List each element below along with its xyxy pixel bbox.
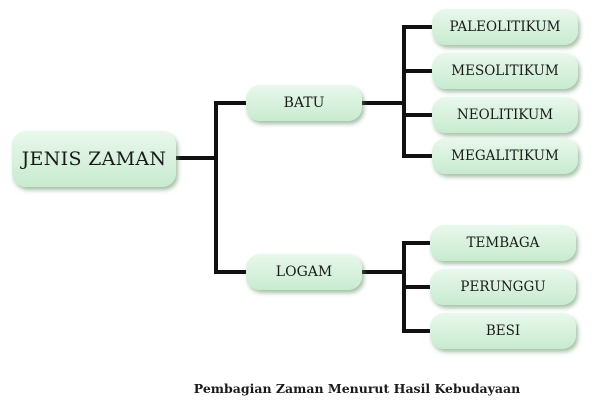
- node-paleolitikum: PALEOLITIKUM: [432, 9, 578, 45]
- node-label: LOGAM: [275, 264, 333, 280]
- node-label: TEMBAGA: [466, 235, 540, 251]
- node-perunggu: PERUNGGU: [430, 269, 576, 305]
- node-megalitikum: MEGALITIKUM: [432, 138, 578, 174]
- node-label: PERUNGGU: [460, 279, 546, 295]
- diagram-caption: Pembagian Zaman Menurut Hasil Kebudayaan: [193, 381, 521, 396]
- node-batu: BATU: [246, 85, 362, 121]
- node-mesolitikum: MESOLITIKUM: [432, 53, 578, 89]
- node-label: BATU: [283, 95, 325, 111]
- node-label: MEGALITIKUM: [451, 148, 559, 164]
- node-neolitikum: NEOLITIKUM: [432, 97, 578, 133]
- node-label: BESI: [485, 323, 521, 339]
- node-label: NEOLITIKUM: [456, 107, 554, 123]
- node-besi: BESI: [430, 313, 576, 349]
- node-label: PALEOLITIKUM: [449, 19, 561, 35]
- node-jenis-zaman: JENIS ZAMAN: [12, 131, 176, 187]
- node-tembaga: TEMBAGA: [430, 225, 576, 261]
- node-label: MESOLITIKUM: [451, 63, 559, 79]
- node-label: JENIS ZAMAN: [21, 148, 167, 170]
- node-logam: LOGAM: [246, 254, 362, 290]
